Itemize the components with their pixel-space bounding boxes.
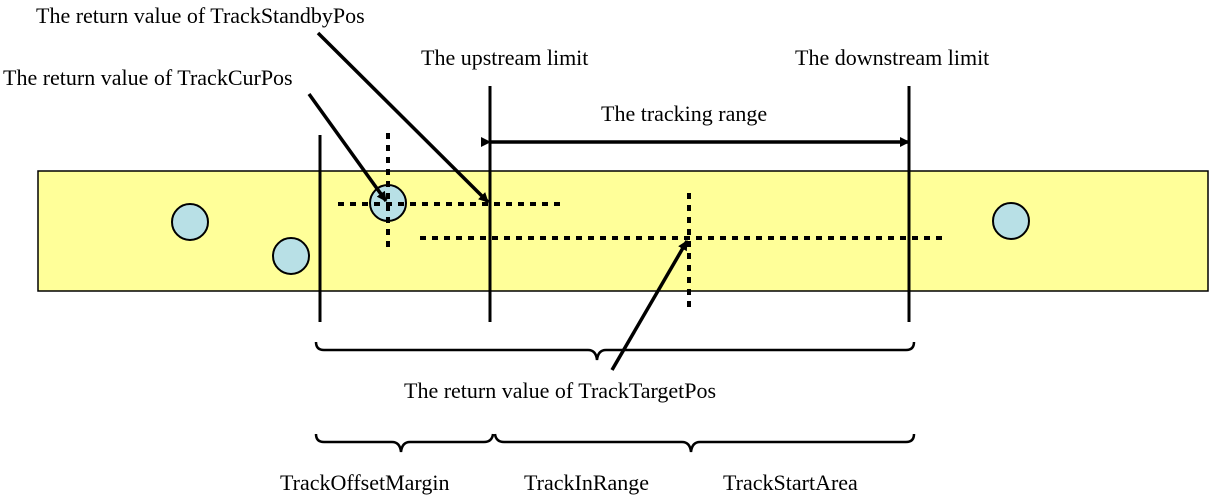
start-area-label: TrackStartArea (723, 470, 858, 495)
target-pos-label: The return value of TrackTargetPos (404, 378, 716, 403)
tracking-range-label: The tracking range (601, 101, 767, 126)
workpiece-1 (171, 203, 209, 241)
downstream-limit-label: The downstream limit (795, 45, 989, 70)
cur-pos-label: The return value of TrackCurPos (3, 65, 293, 90)
target-pos-arrow (610, 240, 689, 371)
workpiece-2 (272, 237, 310, 275)
conveyor-band (37, 170, 1209, 292)
upstream-limit-label: The upstream limit (421, 45, 588, 70)
in-range-label: TrackInRange (524, 470, 649, 495)
offset-margin-brace (314, 433, 495, 453)
standby-pos-arrow (316, 31, 490, 204)
overall-brace (314, 341, 916, 361)
workpiece-4 (992, 202, 1030, 240)
standby-pos-label: The return value of TrackStandbyPos (36, 3, 365, 28)
in-range-brace (493, 433, 916, 453)
offset-margin-label: TrackOffsetMargin (280, 470, 449, 495)
cur-pos-arrow (307, 92, 388, 203)
